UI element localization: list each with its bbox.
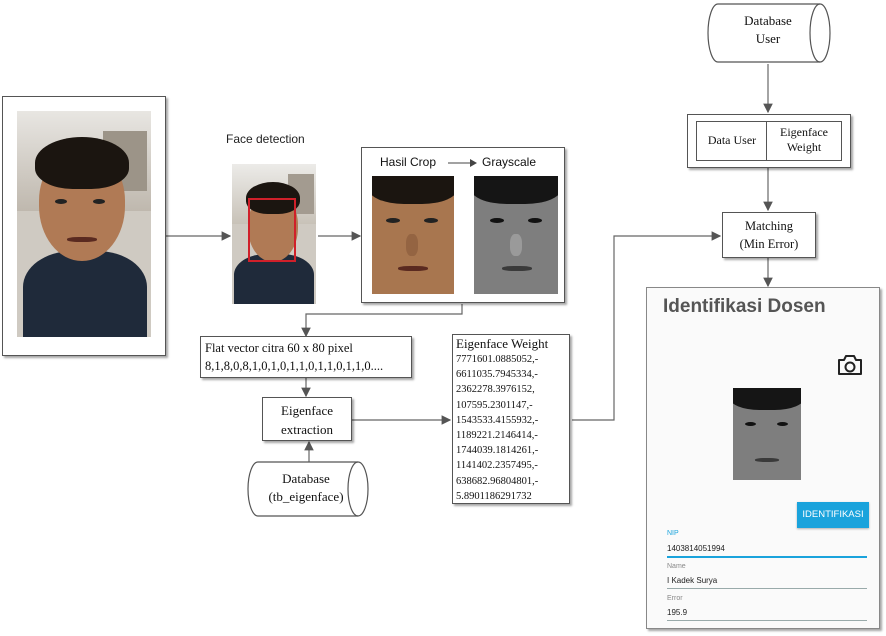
input-photo-frame bbox=[2, 96, 166, 356]
db-eigen-line1: Database bbox=[282, 471, 330, 486]
weight-line: 1141402.2357495,- bbox=[456, 460, 538, 472]
crop-panel: Hasil Crop Grayscale bbox=[361, 147, 565, 303]
app-screen: Identifikasi Dosen IDENTIFIKASI NIP 1403… bbox=[646, 287, 880, 629]
app-face-image bbox=[733, 388, 801, 480]
db-eigen-line2: (tb_eigenface) bbox=[268, 489, 344, 504]
cropped-face-image bbox=[372, 176, 454, 294]
crop-label: Hasil Crop bbox=[380, 155, 437, 169]
data-user-panel: Data User Eigenface Weight bbox=[687, 114, 851, 168]
weight-line: 5.8901186291732 bbox=[456, 490, 532, 502]
eigen-header-line1: Eigenface bbox=[780, 125, 828, 139]
flat-vector-values: 8,1,8,0,8,1,0,1,0,1,1,0,1,1,0,1,1,0.... bbox=[205, 359, 384, 373]
arrow-right-icon bbox=[448, 159, 477, 167]
face-detection-image bbox=[232, 164, 316, 304]
identifikasi-button[interactable]: IDENTIFIKASI bbox=[797, 502, 869, 528]
eigenface-weight-header: Eigenface Weight bbox=[768, 125, 840, 155]
nip-label: NIP bbox=[667, 530, 679, 537]
extraction-line1: Eigenface bbox=[281, 403, 333, 418]
weight-line: 1543533.4155932,- bbox=[456, 414, 539, 426]
weight-line: 2362278.3976152, bbox=[456, 384, 535, 396]
nip-field[interactable]: 1403814051994 bbox=[667, 544, 725, 553]
weight-line: 7771601.0885052,- bbox=[456, 354, 539, 365]
eigenface-weight-box: Eigenface Weight 7771601.0885052,- 66110… bbox=[452, 334, 570, 504]
error-underline bbox=[667, 620, 867, 621]
weight-line: 107595.2301147,- bbox=[456, 399, 533, 411]
error-field[interactable]: 195.9 bbox=[667, 608, 688, 617]
error-label: Error bbox=[667, 595, 683, 602]
face-detection-box bbox=[248, 198, 296, 262]
data-user-label: Data User bbox=[707, 133, 757, 147]
eigenface-extraction-box: Eigenface extraction bbox=[262, 397, 352, 441]
eigen-weight-title: Eigenface Weight bbox=[456, 336, 549, 351]
weight-line: 6611035.7945334,- bbox=[456, 369, 538, 381]
name-underline bbox=[667, 588, 867, 589]
eigen-header-line2: Weight bbox=[786, 140, 822, 154]
database-eigenface-label: Database (tb_eigenface) bbox=[248, 470, 364, 506]
weight-line: 1744039.1814261,- bbox=[456, 445, 539, 457]
extraction-line2: extraction bbox=[281, 422, 333, 437]
name-label: Name bbox=[667, 563, 686, 570]
eigen-weight-values: 7771601.0885052,- 6611035.7945334,- 2362… bbox=[456, 352, 566, 504]
nip-underline bbox=[667, 556, 867, 558]
flat-vector-title: Flat vector citra 60 x 80 pixel bbox=[205, 341, 353, 355]
grayscale-face-image bbox=[474, 176, 558, 294]
input-photo bbox=[17, 111, 151, 337]
weight-line: 1189221.2146414,- bbox=[456, 430, 538, 442]
face-detection-label: Face detection bbox=[226, 132, 305, 146]
matching-box: Matching (Min Error) bbox=[722, 212, 816, 258]
name-field[interactable]: I Kadek Surya bbox=[667, 576, 718, 585]
grayscale-label: Grayscale bbox=[482, 155, 537, 169]
database-user-cylinder bbox=[707, 3, 831, 63]
matching-line1: Matching bbox=[745, 219, 793, 233]
db-user-line2: User bbox=[755, 31, 781, 46]
weight-line: 638682.96804801,- bbox=[456, 475, 539, 487]
flat-vector-box: Flat vector citra 60 x 80 pixel 8,1,8,0,… bbox=[200, 336, 412, 378]
database-eigenface-cylinder bbox=[247, 461, 369, 517]
db-user-line1: Database bbox=[744, 13, 792, 28]
app-title: Identifikasi Dosen bbox=[663, 296, 826, 317]
camera-icon[interactable] bbox=[837, 354, 863, 376]
matching-line2: (Min Error) bbox=[739, 237, 799, 251]
database-user-label: Database User bbox=[710, 12, 826, 48]
